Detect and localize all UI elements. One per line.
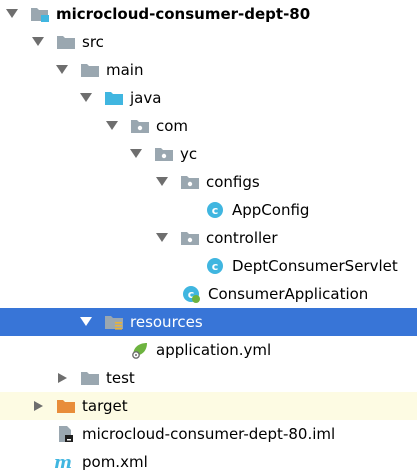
tree-node-label: AppConfig	[232, 201, 310, 219]
tree-node-test[interactable]: test	[0, 364, 417, 392]
tree-node-iml[interactable]: microcloud-consumer-dept-80.iml	[0, 420, 417, 448]
tree-node-com[interactable]: com	[0, 112, 417, 140]
svg-text:c: c	[212, 260, 219, 273]
tree-node-pom[interactable]: m pom.xml	[0, 448, 417, 476]
iml-file-icon	[56, 425, 76, 443]
tree-node-label: src	[82, 33, 104, 51]
tree-node-deptconsumerservlet[interactable]: c DeptConsumerServlet	[0, 252, 417, 280]
tree-node-yc[interactable]: yc	[0, 140, 417, 168]
tree-node-configs[interactable]: configs	[0, 168, 417, 196]
tree-node-java[interactable]: java	[0, 84, 417, 112]
package-icon	[130, 117, 150, 135]
expanded-arrow-icon[interactable]	[156, 233, 168, 243]
spring-config-file-icon	[130, 341, 150, 359]
tree-node-label: test	[106, 369, 135, 387]
maven-icon: m	[54, 453, 74, 471]
tree-node-appconfig[interactable]: c AppConfig	[0, 196, 417, 224]
expanded-arrow-icon[interactable]	[6, 9, 18, 19]
excluded-folder-icon	[56, 397, 76, 415]
expanded-arrow-icon[interactable]	[32, 37, 44, 47]
source-root-folder-icon	[104, 89, 124, 107]
tree-node-label: resources	[130, 313, 203, 331]
tree-node-label: application.yml	[156, 341, 272, 359]
tree-node-label: target	[82, 397, 128, 415]
collapsed-arrow-icon[interactable]	[32, 401, 44, 411]
tree-node-label: microcloud-consumer-dept-80.iml	[82, 425, 336, 443]
tree-node-label: pom.xml	[82, 453, 148, 471]
svg-text:c: c	[212, 204, 219, 217]
tree-node-label: DeptConsumerServlet	[232, 257, 398, 275]
expanded-arrow-icon[interactable]	[56, 65, 68, 75]
folder-icon	[80, 369, 100, 387]
tree-node-label: microcloud-consumer-dept-80	[56, 5, 311, 23]
package-icon	[180, 229, 200, 247]
expanded-arrow-icon[interactable]	[156, 177, 168, 187]
collapsed-arrow-icon[interactable]	[56, 373, 68, 383]
tree-node-main[interactable]: main	[0, 56, 417, 84]
folder-icon	[80, 61, 100, 79]
package-icon	[154, 145, 174, 163]
tree-node-label: yc	[180, 145, 198, 163]
tree-node-target[interactable]: target	[0, 392, 417, 420]
tree-node-consumerapplication[interactable]: c ConsumerApplication	[0, 280, 417, 308]
expanded-arrow-icon[interactable]	[130, 149, 142, 159]
expanded-arrow-icon[interactable]	[80, 317, 92, 327]
spring-boot-class-icon: c	[182, 285, 202, 303]
package-icon	[180, 173, 200, 191]
tree-node-applicationyml[interactable]: application.yml	[0, 336, 417, 364]
tree-node-label: main	[106, 61, 144, 79]
module-folder-icon	[30, 5, 50, 23]
java-class-icon: c	[206, 201, 226, 219]
svg-text:c: c	[188, 288, 195, 301]
svg-text:m: m	[54, 453, 72, 471]
tree-node-label: java	[130, 89, 162, 107]
tree-node-label: controller	[206, 229, 278, 247]
tree-node-resources[interactable]: resources	[0, 308, 417, 336]
tree-node-label: ConsumerApplication	[208, 285, 369, 303]
tree-node-root[interactable]: microcloud-consumer-dept-80	[0, 0, 417, 28]
folder-icon	[56, 33, 76, 51]
expanded-arrow-icon[interactable]	[80, 93, 92, 103]
tree-node-label: configs	[206, 173, 260, 191]
tree-node-label: com	[156, 117, 189, 135]
java-class-icon: c	[206, 257, 226, 275]
tree-node-controller[interactable]: controller	[0, 224, 417, 252]
tree-node-src[interactable]: src	[0, 28, 417, 56]
expanded-arrow-icon[interactable]	[106, 121, 118, 131]
resources-root-folder-icon	[104, 313, 124, 331]
